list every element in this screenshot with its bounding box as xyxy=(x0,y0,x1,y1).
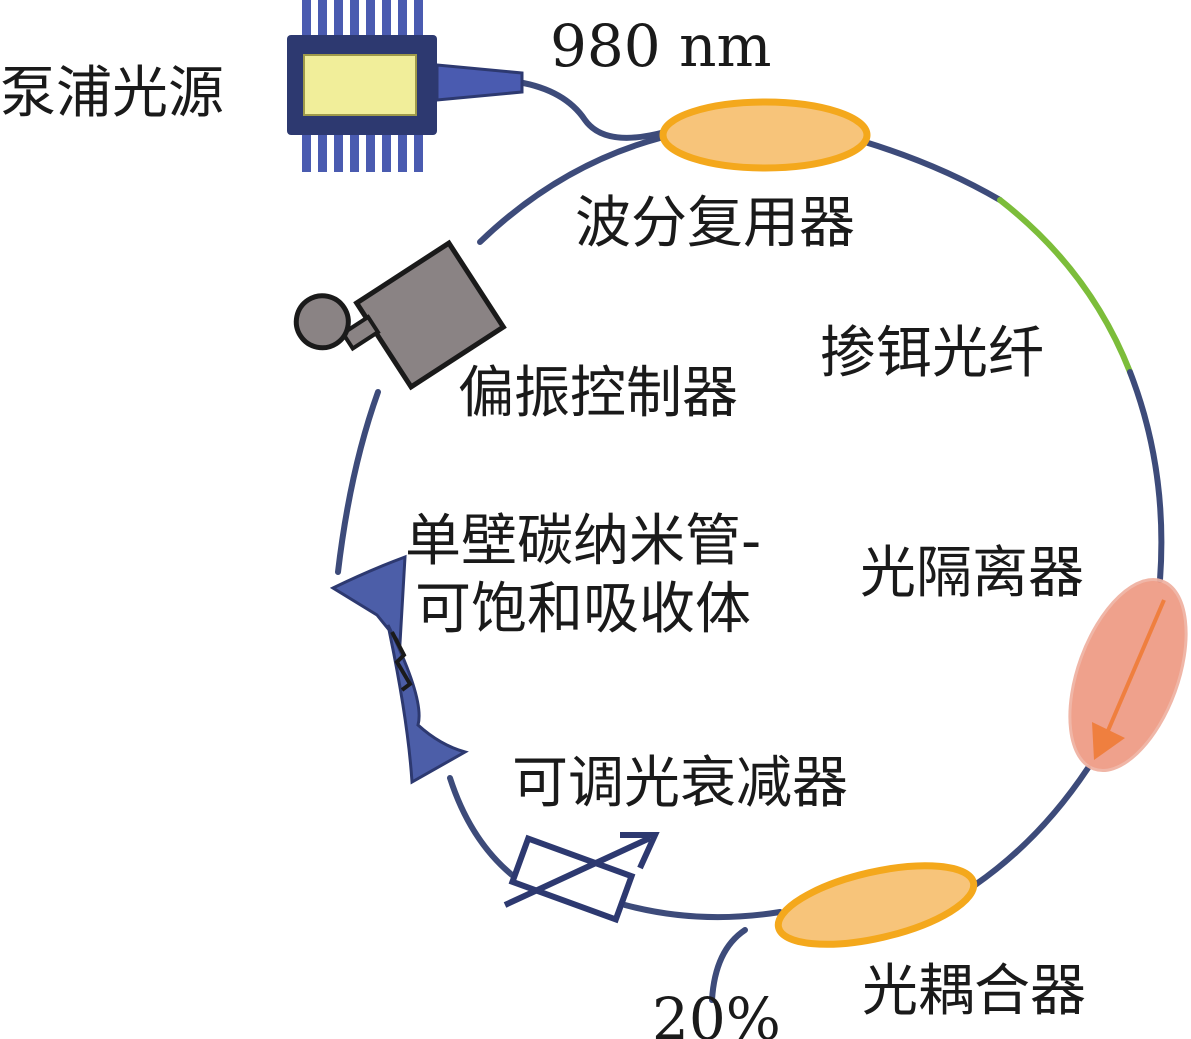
pump-source xyxy=(287,0,524,172)
label-swcnt-line2: 可饱和吸收体 xyxy=(415,577,751,642)
attenuator-arrowhead-icon xyxy=(620,832,660,870)
attenuator-body xyxy=(508,834,636,924)
erbium-doped-fiber xyxy=(997,197,1133,375)
fiber-arc-wdm-to-erbium xyxy=(862,139,1003,203)
label-output-ratio: 20% xyxy=(652,985,781,1039)
attenuator-arrow-line xyxy=(503,835,652,908)
wdm-coupler xyxy=(659,98,871,172)
fiber-arc-erbium-to-isolator xyxy=(1127,369,1165,583)
output-coupler xyxy=(774,862,978,948)
fiber-arc-coupler-to-attenuator xyxy=(622,902,783,921)
pc-stem xyxy=(340,314,381,352)
chip-window xyxy=(303,54,417,116)
absorber-ferrule-lower xyxy=(386,624,469,785)
chip-pins-bottom xyxy=(302,128,423,172)
label-wavelength: 980 nm xyxy=(550,12,772,80)
fiber-ring xyxy=(335,79,1165,1003)
fiber-arc-isolator-to-coupler xyxy=(972,765,1091,888)
fiber-arc-absorber-to-pc xyxy=(335,389,381,575)
label-swcnt-line1: 单壁碳纳米管- xyxy=(405,509,761,574)
isolator-body xyxy=(1068,577,1188,773)
label-isolator: 光隔离器 xyxy=(860,541,1084,606)
absorber-ferrule-upper xyxy=(329,554,407,647)
label-pump-source: 泵浦光源 xyxy=(0,61,224,126)
swcnt-saturable-absorber xyxy=(329,554,469,785)
label-erbium-fiber: 掺铒光纤 xyxy=(820,321,1044,386)
polarization-controller xyxy=(293,239,507,391)
absorber-film xyxy=(390,631,413,692)
label-polarization-controller: 偏振控制器 xyxy=(458,361,738,426)
variable-attenuator xyxy=(503,832,660,924)
label-coupler: 光耦合器 xyxy=(862,959,1086,1024)
chip-pins-top xyxy=(302,0,423,40)
fiber-arc-pc-to-wdm xyxy=(477,135,663,245)
label-wdm: 波分复用器 xyxy=(575,191,855,256)
isolator-direction-arrow xyxy=(1102,599,1166,741)
fiber-arc-attenuator-to-absorber xyxy=(447,775,515,878)
pc-body xyxy=(353,239,507,391)
pump-pigtail xyxy=(435,63,524,102)
optical-isolator xyxy=(1068,577,1188,773)
pc-knob-icon xyxy=(293,293,351,351)
label-attenuator: 可调光衰减器 xyxy=(512,751,848,816)
isolator-arrowhead-icon xyxy=(1092,722,1125,760)
coupler-output-fiber xyxy=(709,927,748,1003)
pump-fiber xyxy=(515,79,668,141)
